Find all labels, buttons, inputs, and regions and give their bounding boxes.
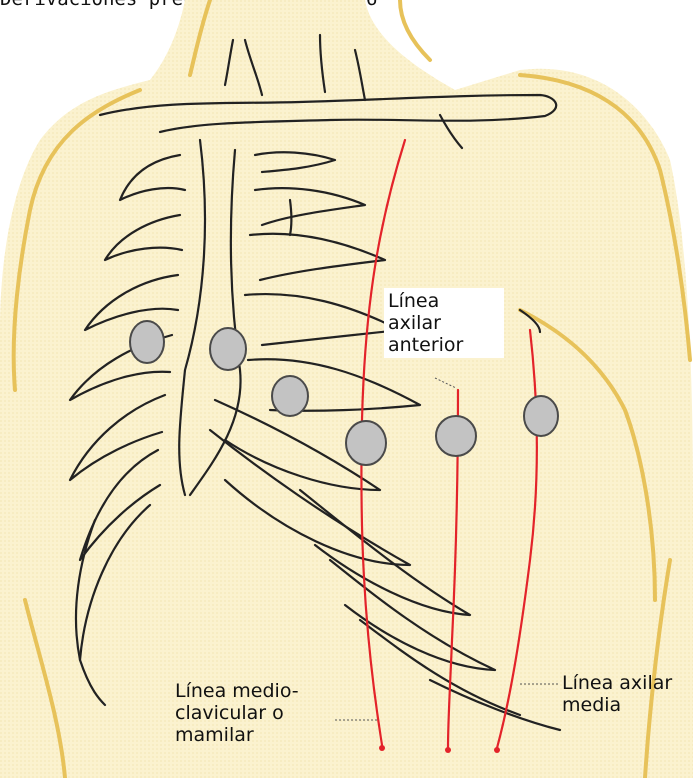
electrode-v1 bbox=[130, 321, 164, 363]
label-medioclavicular: Línea medio- clavicular o mamilar bbox=[175, 680, 335, 746]
electrode-v6 bbox=[524, 396, 558, 436]
label-axilar-anterior: Línea axilar anterior bbox=[384, 288, 504, 358]
label-axilar-media: Línea axilar media bbox=[562, 672, 693, 716]
electrode-v2 bbox=[210, 328, 246, 370]
electrode-v4 bbox=[346, 421, 386, 465]
electrode-v3 bbox=[272, 376, 308, 416]
electrode-v5 bbox=[436, 416, 476, 456]
